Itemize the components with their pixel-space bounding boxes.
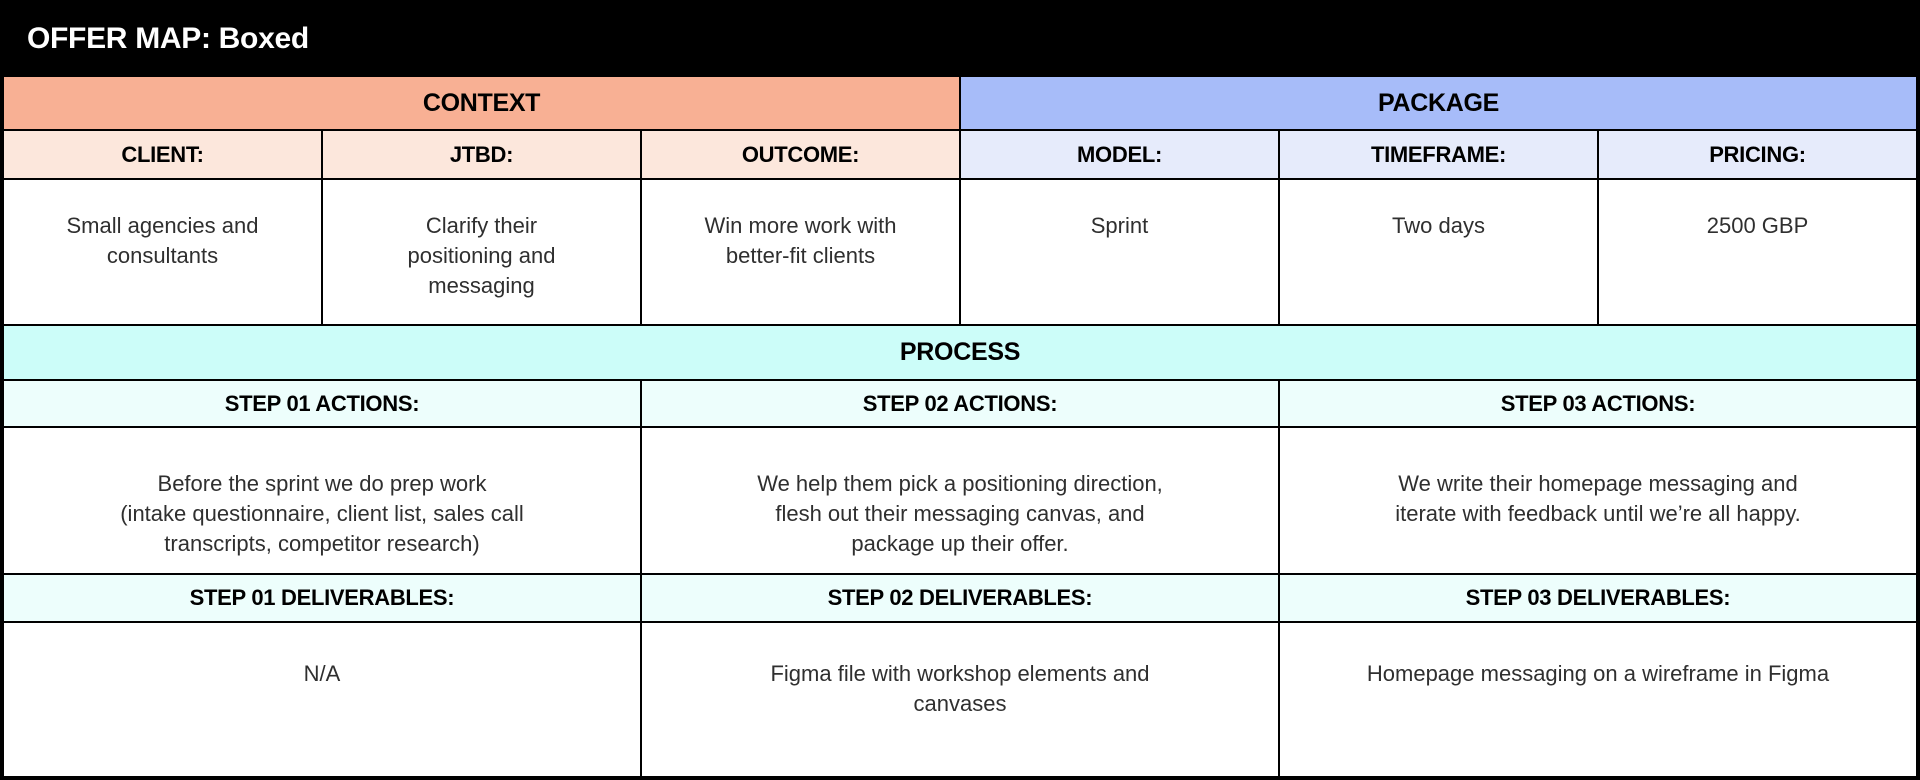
pricing-label: PRICING: (1599, 131, 1916, 178)
outcome-value: Win more work with better-fit clients (642, 180, 959, 324)
step-02-deliverables-label: STEP 02 DELIVERABLES: (642, 575, 1278, 621)
step-03-deliverables-label: STEP 03 DELIVERABLES: (1280, 575, 1916, 621)
step-01-deliverables-label: STEP 01 DELIVERABLES: (4, 575, 640, 621)
jtbd-value: Clarify their positioning and messaging (323, 180, 640, 324)
step-01-actions-label: STEP 01 ACTIONS: (4, 381, 640, 426)
step-03-actions-value: We write their homepage messaging and it… (1280, 428, 1916, 573)
step-03-deliverables-value: Homepage messaging on a wireframe in Fig… (1280, 623, 1916, 776)
offer-map-table: CONTEXT PACKAGE CLIENT: JTBD: OUTCOME: M… (0, 77, 1920, 780)
jtbd-label: JTBD: (323, 131, 640, 178)
step-03-actions-label: STEP 03 ACTIONS: (1280, 381, 1916, 426)
client-value: Small agencies and consultants (4, 180, 321, 324)
step-02-actions-label: STEP 02 ACTIONS: (642, 381, 1278, 426)
model-value: Sprint (961, 180, 1278, 324)
outcome-label: OUTCOME: (642, 131, 959, 178)
step-01-deliverables-value: N/A (4, 623, 640, 776)
title-bar: OFFER MAP: Boxed (0, 0, 1920, 77)
timeframe-label: TIMEFRAME: (1280, 131, 1597, 178)
pricing-value: 2500 GBP (1599, 180, 1916, 324)
context-section-header: CONTEXT (4, 77, 959, 129)
page-title: OFFER MAP: Boxed (27, 21, 309, 55)
package-section-header: PACKAGE (961, 77, 1916, 129)
step-02-actions-value: We help them pick a positioning directio… (642, 428, 1278, 573)
model-label: MODEL: (961, 131, 1278, 178)
step-01-actions-value: Before the sprint we do prep work (intak… (4, 428, 640, 573)
client-label: CLIENT: (4, 131, 321, 178)
timeframe-value: Two days (1280, 180, 1597, 324)
step-02-deliverables-value: Figma file with workshop elements and ca… (642, 623, 1278, 776)
process-section-header: PROCESS (4, 326, 1916, 379)
